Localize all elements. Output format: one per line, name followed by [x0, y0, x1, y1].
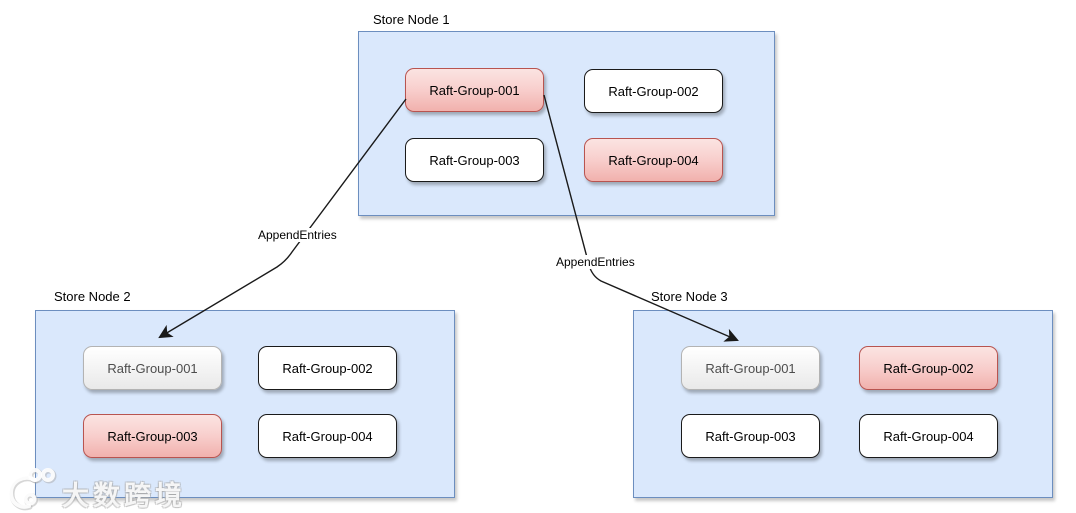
edge-label-appendentries-1: AppendEntries: [256, 228, 339, 242]
node2-container: Raft-Group-001 Raft-Group-002 Raft-Group…: [35, 310, 455, 498]
node1-raft-group-004: Raft-Group-004: [584, 138, 723, 182]
node3-raft-group-002: Raft-Group-002: [859, 346, 998, 390]
node1-raft-group-003: Raft-Group-003: [405, 138, 544, 182]
node1-raft-group-002: Raft-Group-002: [584, 69, 723, 113]
node2-raft-group-003: Raft-Group-003: [83, 414, 222, 458]
watermark-100-logo: [8, 468, 57, 511]
node1-container: Raft-Group-001 Raft-Group-002 Raft-Group…: [358, 31, 775, 216]
watermark-text: 大数跨境: [62, 481, 186, 512]
node2-raft-group-001: Raft-Group-001: [83, 346, 222, 390]
node3-raft-group-001: Raft-Group-001: [681, 346, 820, 390]
node1-raft-group-001: Raft-Group-001: [405, 68, 544, 112]
node3-title: Store Node 3: [651, 289, 728, 304]
node2-title: Store Node 2: [54, 289, 131, 304]
edge-label-appendentries-2: AppendEntries: [554, 255, 637, 269]
node3-container: Raft-Group-001 Raft-Group-002 Raft-Group…: [633, 310, 1053, 498]
node3-raft-group-003: Raft-Group-003: [681, 414, 820, 458]
watermark: 大数跨境: [2, 464, 186, 512]
node2-raft-group-002: Raft-Group-002: [258, 346, 397, 390]
node2-raft-group-004: Raft-Group-004: [258, 414, 397, 458]
node1-title: Store Node 1: [373, 12, 450, 27]
node3-raft-group-004: Raft-Group-004: [859, 414, 998, 458]
